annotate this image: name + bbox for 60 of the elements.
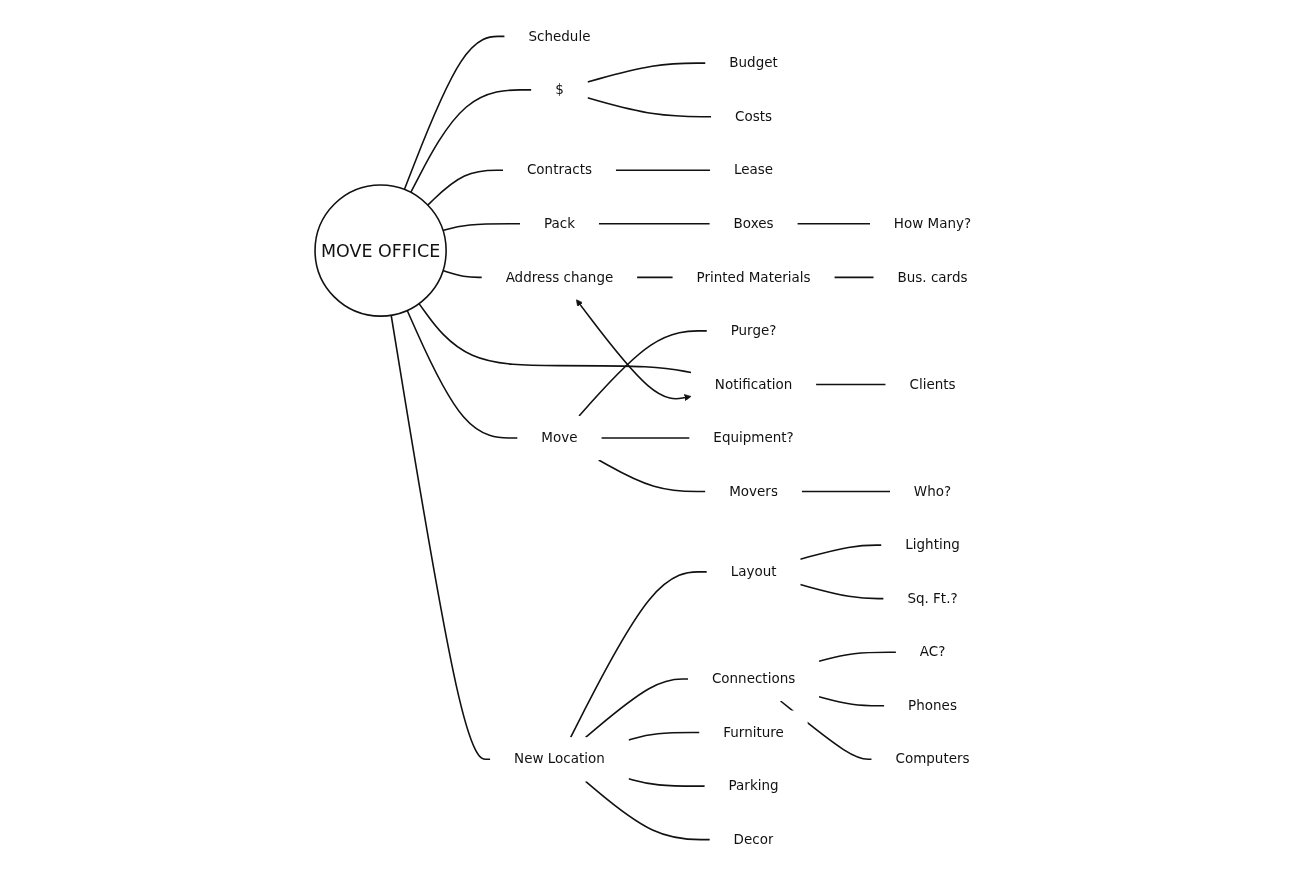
node-text: Equipment? xyxy=(713,429,794,446)
node-text: Movers xyxy=(729,483,778,499)
node-text: Pack xyxy=(543,215,575,232)
connector xyxy=(427,169,504,206)
connector xyxy=(799,583,885,600)
node-text: Layout xyxy=(730,563,777,580)
node-text: Clients xyxy=(909,375,956,392)
connector xyxy=(800,490,891,493)
connector xyxy=(390,314,492,761)
connector xyxy=(578,330,708,417)
node-text: Notification xyxy=(714,375,793,392)
connector xyxy=(584,780,711,841)
node-text: Contracts xyxy=(526,161,592,178)
node-text: Parking xyxy=(728,777,779,794)
node-text: Address change xyxy=(505,268,614,285)
connector xyxy=(818,651,897,662)
connector xyxy=(627,777,706,787)
node-text: Phones xyxy=(908,697,957,714)
connector xyxy=(796,223,871,225)
connector xyxy=(597,223,711,225)
node-text: AC? xyxy=(919,643,946,660)
node-text: Lease xyxy=(733,161,774,178)
connector xyxy=(636,276,674,279)
connector xyxy=(818,695,886,707)
connector xyxy=(406,309,519,439)
node-text: Who? xyxy=(913,483,952,499)
node-text: Move xyxy=(541,429,578,446)
connector xyxy=(627,731,701,741)
connector xyxy=(569,571,708,739)
connector xyxy=(410,89,533,194)
connector xyxy=(584,678,689,739)
arrow xyxy=(576,299,692,401)
node-text: Purge? xyxy=(730,322,777,339)
node-text: Costs xyxy=(735,108,773,125)
node-text: Sq. Ft.? xyxy=(907,590,958,606)
node-circle: MOVE OFFICE xyxy=(314,184,447,317)
node-text: How Many? xyxy=(893,215,972,232)
node-text: Computers xyxy=(895,750,970,767)
connector xyxy=(833,276,875,279)
connector xyxy=(442,223,521,232)
connector xyxy=(600,437,691,439)
connector xyxy=(597,459,707,493)
connector xyxy=(799,544,883,560)
node-text: Bus. cards xyxy=(897,268,968,285)
node-text: Printed Materials xyxy=(696,268,811,285)
node-text: Decor xyxy=(733,831,774,847)
node-text: Schedule xyxy=(528,27,591,44)
connector xyxy=(614,169,711,172)
node-text: New Location xyxy=(514,750,605,767)
connector xyxy=(418,302,692,374)
node-text: $ xyxy=(555,81,564,98)
node-text: Connections xyxy=(711,670,796,687)
connector xyxy=(442,269,483,279)
connector xyxy=(586,97,713,118)
connector xyxy=(403,35,506,191)
node-text: Boxes xyxy=(733,215,774,232)
node-text: Lighting xyxy=(905,536,960,553)
node-text: Budget xyxy=(729,54,778,71)
connector xyxy=(586,62,707,83)
connector xyxy=(815,383,887,386)
